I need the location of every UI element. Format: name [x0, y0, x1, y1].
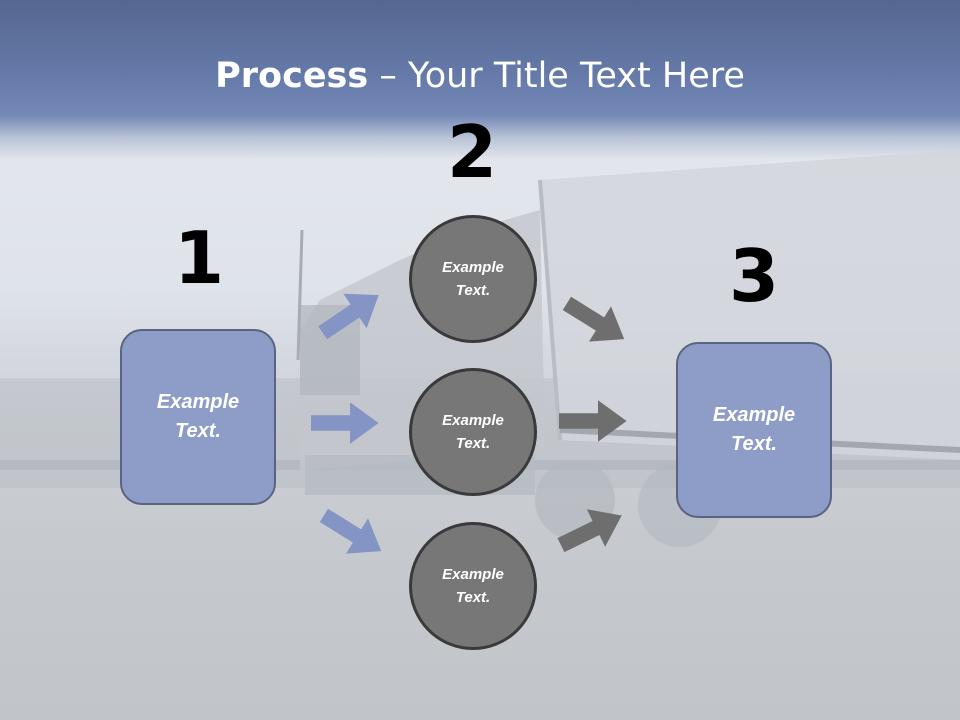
right-box-line1: Example — [712, 404, 796, 426]
circle-bottom-line2: Text. — [455, 589, 491, 606]
circle-top-line2: Text. — [455, 282, 491, 299]
right-box-line2: Text. — [731, 433, 777, 455]
circle-middle-line2: Text. — [455, 435, 491, 452]
title-bold: Process — [215, 56, 369, 96]
arrow-gray-up — [551, 496, 631, 564]
title-dash: – — [368, 56, 408, 96]
header-band — [0, 0, 960, 160]
circle-top-line1: Example — [442, 259, 504, 276]
circle-middle-line1: Example — [442, 412, 504, 429]
arrow-gray-down — [555, 285, 636, 357]
arrow-blue-middle — [311, 402, 379, 444]
left-box-line1: Example — [156, 391, 240, 413]
left-box-line2: Text. — [175, 420, 221, 442]
step-number-1: 1 — [173, 216, 225, 300]
step-number-2: 2 — [446, 110, 498, 194]
step-number-3: 3 — [728, 234, 780, 318]
arrow-blue-down — [312, 497, 393, 569]
arrow-gray-middle — [559, 400, 627, 442]
title-rest: Your Title Text Here — [407, 56, 745, 96]
slide-title: Process – Your Title Text Here — [0, 54, 960, 98]
arrow-blue-up — [311, 277, 391, 351]
circle-bottom-line1: Example — [442, 566, 504, 583]
